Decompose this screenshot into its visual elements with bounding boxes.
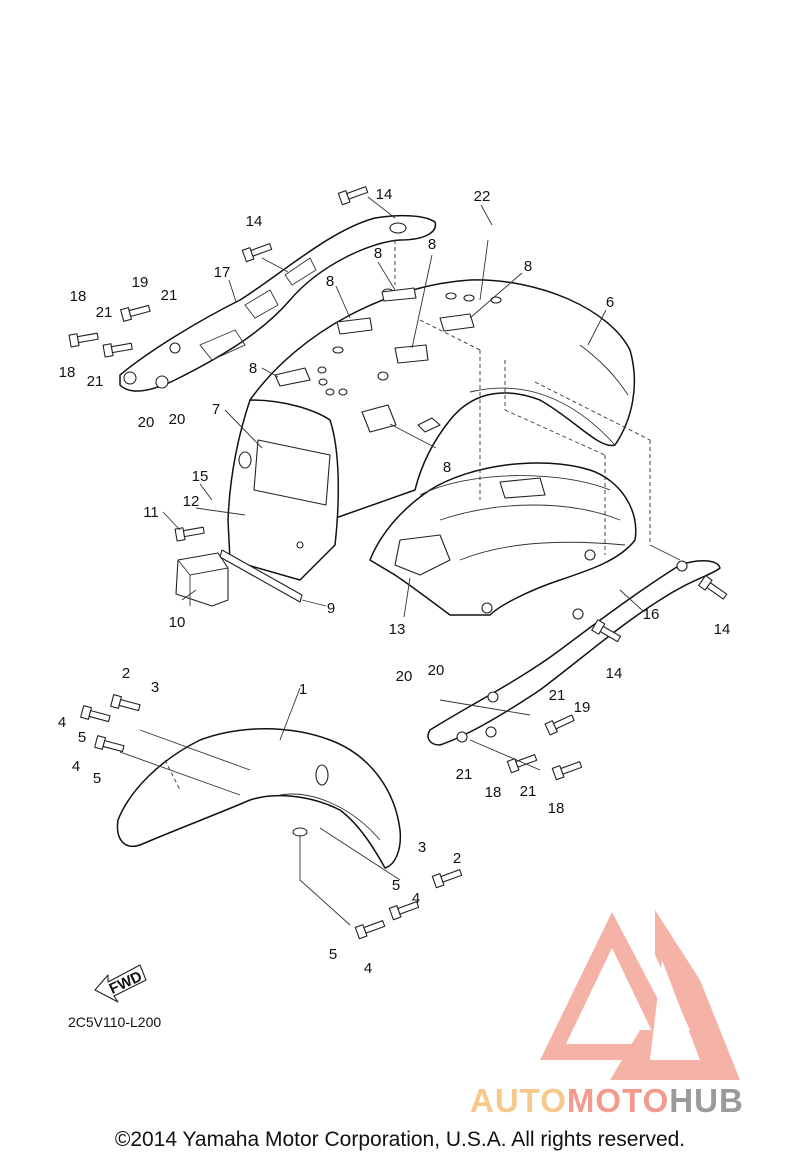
bolt-glyph [388,901,420,921]
bolt-glyph [551,761,583,781]
callout-c19a: 19 [132,274,149,291]
callout-c5c: 5 [392,877,400,894]
callout-c14d: 14 [606,665,623,682]
inner-fender [369,462,637,616]
bolt-glyph [506,754,538,774]
callout-c5d: 5 [329,946,337,963]
rear-fender-lower-panel [227,399,340,581]
callout-c20b: 20 [169,411,186,428]
callout-c8c: 8 [524,258,532,275]
reflector-block [175,552,229,607]
copyright-notice: ©2014 Yamaha Motor Corporation, U.S.A. A… [114,1128,686,1151]
bolt-glyph [174,526,205,542]
callout-c11: 11 [143,504,159,521]
callout-c20d: 20 [396,668,413,685]
callout-c2b: 2 [453,850,461,867]
watermark-auto: AUTO [470,1082,567,1119]
callout-c21d: 21 [549,687,566,704]
bolt-glyph [698,575,728,600]
callout-c18a: 18 [70,288,87,305]
rubber-strip [219,549,303,603]
callout-c4d: 4 [364,960,372,977]
callout-c22: 22 [474,188,491,205]
callout-c16: 16 [643,606,660,623]
callout-c18d: 18 [548,800,565,817]
callout-c1: 1 [299,681,307,698]
callout-c15: 15 [192,468,209,485]
rear-fender [249,279,636,521]
bolt-glyph [94,735,125,753]
bolt-glyph [337,186,369,206]
fastener-bolts [68,186,728,940]
bolt-glyph [68,332,99,348]
bolt-glyph [80,705,111,723]
callout-c14c: 14 [714,621,731,638]
watermark-moto: MOTO [566,1082,670,1119]
left-fender-stay [119,214,437,392]
callout-c18c: 18 [485,784,502,801]
callout-c3b: 3 [418,839,426,856]
bolt-glyph [591,619,622,643]
callout-c13: 13 [389,621,406,638]
callout-c19b: 19 [574,699,591,716]
callout-c7: 7 [212,401,220,418]
callout-c6: 6 [606,294,614,311]
callout-c8d: 8 [326,273,334,290]
leader-lines [119,196,681,926]
bolt-glyph [544,714,575,736]
callout-c4c: 4 [412,890,420,907]
callout-c20a: 20 [138,414,155,431]
callout-c14b: 14 [246,213,263,230]
callout-c4a: 4 [58,714,66,731]
callout-c8f: 8 [443,459,451,476]
callout-c17: 17 [214,264,231,281]
bolt-glyph [241,243,273,263]
callout-c8b: 8 [428,236,436,253]
callout-c8a: 8 [374,245,382,262]
fwd-arrow-icon: FWD [94,964,147,1003]
callout-c21b: 21 [96,304,113,321]
callout-c14a: 14 [376,186,393,203]
callout-c12: 12 [183,493,200,510]
callout-c10: 10 [169,614,186,631]
callout-c20c: 20 [428,662,445,679]
bolt-glyph [354,920,386,940]
bolt-glyph [431,869,463,889]
watermark-logo [540,910,740,1080]
callout-c21f: 21 [520,783,537,800]
watermark-hub: HUB [669,1082,744,1119]
diagram-code: 2C5V110-L200 [68,1014,162,1030]
watermark-text: AUTOMOTOHUB [470,1082,744,1120]
callout-c3a: 3 [151,679,159,696]
front-fender [116,728,402,869]
callout-c21c: 21 [87,373,104,390]
callout-c18b: 18 [59,364,76,381]
callout-c21a: 21 [161,287,178,304]
callout-c2a: 2 [122,665,130,682]
callout-c21e: 21 [456,766,473,783]
bolt-glyph [102,342,133,358]
callout-c8e: 8 [249,360,257,377]
callout-c4b: 4 [72,758,80,775]
callout-c5a: 5 [78,729,86,746]
callout-c5b: 5 [93,770,101,787]
bolt-glyph [110,694,141,712]
bolt-glyph [120,304,151,322]
callout-c9: 9 [327,600,335,617]
